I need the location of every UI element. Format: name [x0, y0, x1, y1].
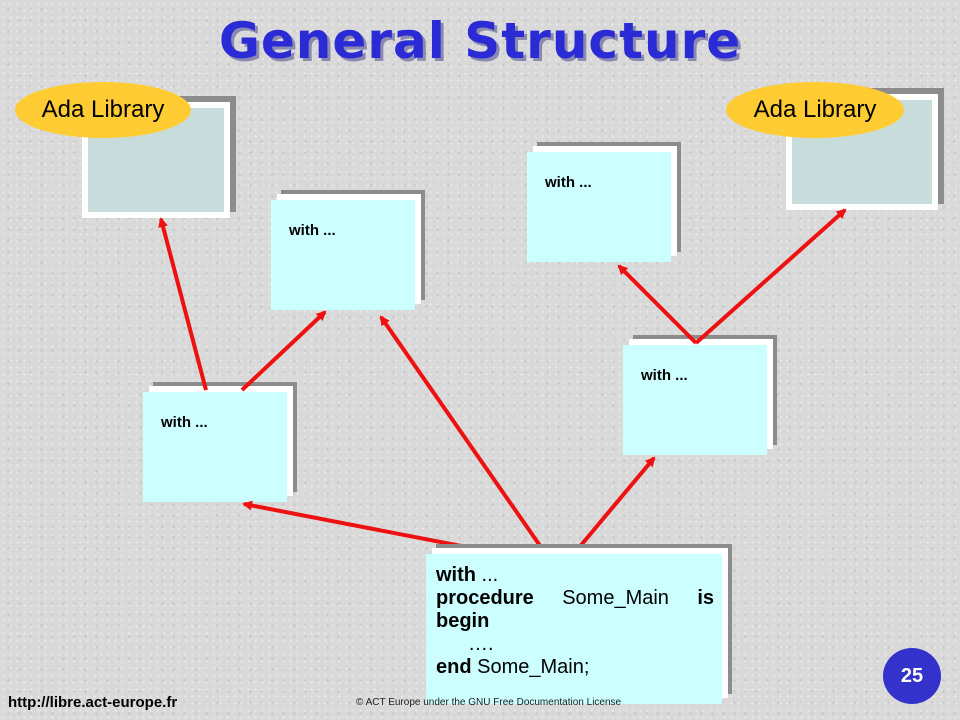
arrow-main-to-top-middle [379, 315, 545, 552]
footer-copyright: © ACT Europe under the GNU Free Document… [356, 697, 622, 708]
ada-library-right-label: Ada Library [726, 82, 904, 138]
with-box-label: with ... [289, 222, 336, 239]
with-box-middle-left: with ... [143, 392, 287, 502]
with-box-label: with ... [641, 367, 688, 384]
with-box-top-right: with ... [527, 152, 671, 262]
arrow-right-to-top-right [617, 264, 698, 345]
with-box-label: with ... [161, 414, 208, 431]
code-begin-keyword: begin [436, 610, 490, 632]
arrow-main-to-left [242, 500, 483, 552]
main-procedure-code: with ... procedure Some_Main is begin ….… [436, 564, 714, 679]
footer-url: http://libre.act-europe.fr [8, 694, 178, 711]
ada-library-left-label: Ada Library [15, 82, 191, 138]
arrow-left-to-top-middle [240, 310, 327, 392]
code-procedure-name: Some_Main [562, 587, 669, 609]
code-with-keyword: with [436, 564, 476, 586]
code-with-rest: ... [476, 564, 499, 586]
main-procedure-box: with ... procedure Some_Main is begin ….… [426, 554, 722, 704]
code-is-keyword: is [697, 587, 714, 609]
with-box-middle-right: with ... [623, 345, 767, 455]
code-end-rest: Some_Main; [471, 656, 590, 678]
arrow-left-to-library [158, 217, 208, 391]
slide-title: General Structure [218, 12, 742, 70]
code-procedure-keyword: procedure [436, 587, 534, 609]
code-dots: …. [468, 633, 494, 655]
arrow-main-to-right [575, 456, 656, 552]
arrow-right-to-library [694, 208, 847, 345]
with-box-top-middle: with ... [271, 200, 415, 310]
page-number-badge: 25 [883, 648, 941, 704]
code-end-keyword: end [436, 656, 472, 678]
with-box-label: with ... [545, 174, 592, 191]
